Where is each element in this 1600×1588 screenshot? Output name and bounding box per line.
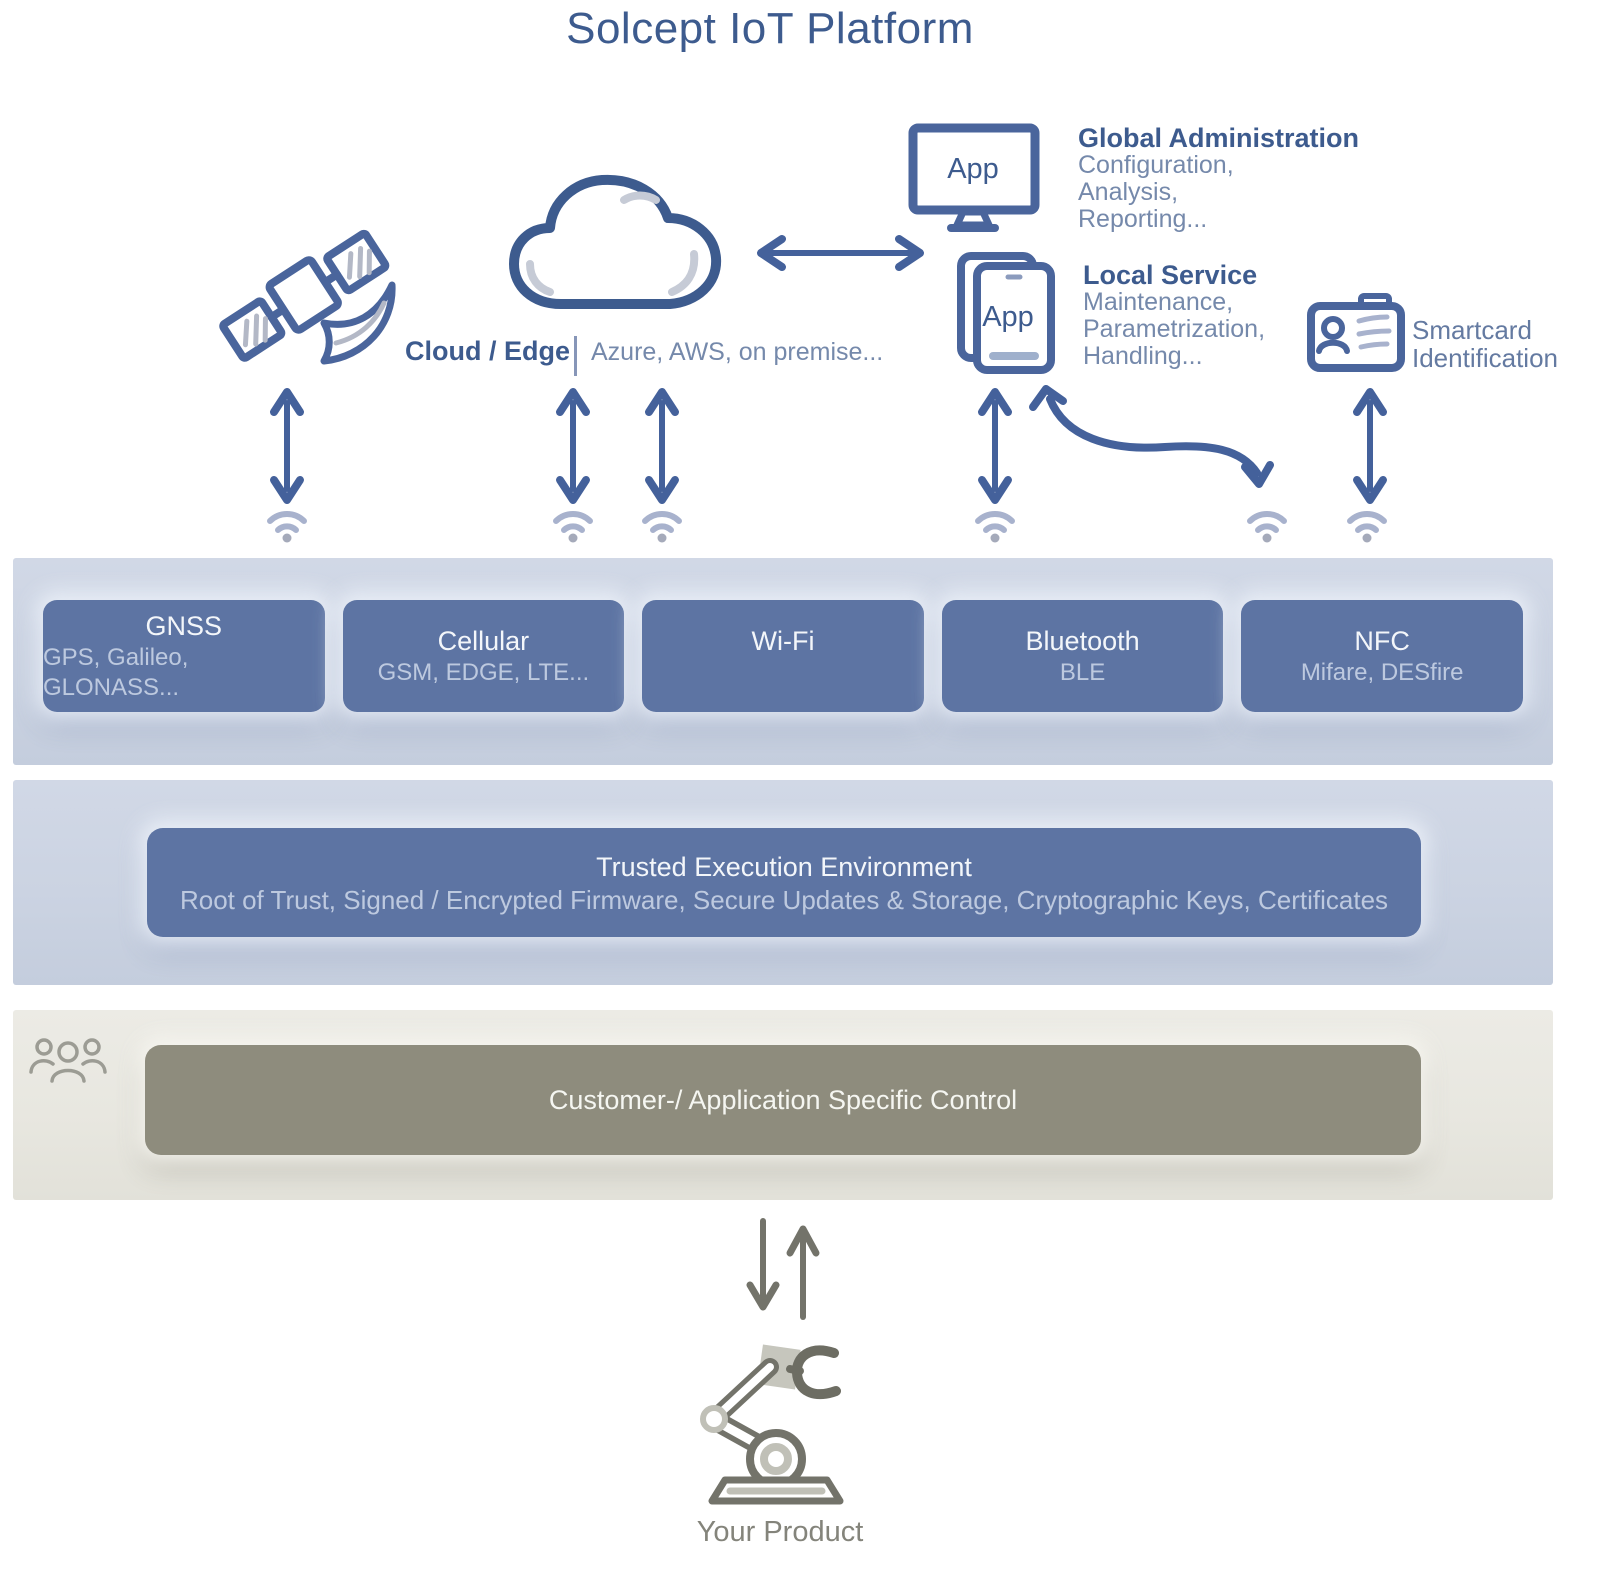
connectivity-row: GNSS GPS, Galileo, GLONASS... Cellular G…: [43, 600, 1523, 712]
double-arrow-bluetooth-icon: [978, 388, 1012, 504]
global-admin-line: Configuration,: [1078, 151, 1234, 179]
connectivity-subtitle: GPS, Galileo, GLONASS...: [43, 644, 189, 701]
connectivity-title: Wi-Fi: [751, 626, 815, 656]
connectivity-box-cellular: Cellular GSM, EDGE, LTE...: [342, 600, 625, 712]
double-arrow-nfc-icon: [1353, 388, 1387, 504]
customer-band: Customer-/ Application Specific Control: [13, 1010, 1553, 1200]
wifi-icon: [267, 510, 307, 543]
tee-box: Trusted Execution Environment Root of Tr…: [147, 828, 1421, 937]
local-service-line: Maintenance,: [1083, 288, 1234, 316]
connectivity-band: GNSS GPS, Galileo, GLONASS... Cellular G…: [13, 558, 1553, 765]
smartcard-line: Smartcard: [1412, 315, 1532, 345]
cloud-icon: [509, 174, 722, 309]
double-arrow-cloud-apps-icon: [757, 235, 924, 271]
global-admin-lines: Configuration, Analysis, Reporting...: [1078, 152, 1234, 233]
wifi-icon: [553, 510, 593, 543]
satellite-icon: [219, 229, 396, 365]
label-separator: [574, 336, 577, 376]
connectivity-subtitle: Mifare, DESfire: [1300, 659, 1464, 686]
global-admin-line: Reporting...: [1078, 205, 1208, 233]
local-service-line: Handling...: [1083, 342, 1203, 370]
local-service-lines: Maintenance, Parametrization, Handling..…: [1083, 289, 1265, 370]
cloud-edge-label: Cloud / Edge: [405, 336, 570, 366]
wifi-icon: [1347, 510, 1387, 543]
customer-control-box: Customer-/ Application Specific Control: [145, 1045, 1421, 1155]
robot-arm-icon: [700, 1344, 844, 1505]
connectivity-box-bluetooth: Bluetooth BLE: [941, 600, 1224, 712]
connectivity-box-wifi: Wi-Fi: [642, 600, 924, 712]
monitor-app-icon: [908, 123, 1040, 232]
phone-app-icon: [957, 252, 1055, 374]
page-title: Solcept IoT Platform: [566, 4, 974, 53]
connectivity-subtitle: GSM, EDGE, LTE...: [377, 659, 590, 686]
monitor-app-label: App: [947, 153, 999, 185]
global-admin-heading: Global Administration: [1078, 123, 1360, 153]
double-arrow-gnss-icon: [270, 388, 304, 504]
phone-app-label: App: [982, 301, 1034, 333]
tee-title: Trusted Execution Environment: [596, 851, 972, 882]
double-arrow-wifi-icon: [645, 388, 679, 504]
users-icon: [29, 1038, 107, 1083]
global-admin-line: Analysis,: [1078, 178, 1179, 206]
connectivity-box-gnss: GNSS GPS, Galileo, GLONASS...: [43, 600, 325, 712]
curved-arrow-icon: [1029, 385, 1274, 488]
tee-subtitle: Root of Trust, Signed / Encrypted Firmwa…: [179, 884, 1389, 915]
smartcard-line: Identification: [1412, 343, 1558, 373]
connectivity-title: Cellular: [437, 626, 530, 656]
product-label: Your Product: [696, 1516, 864, 1548]
smartcard-label: Smartcard Identification: [1412, 316, 1558, 372]
local-service-line: Parametrization,: [1083, 315, 1266, 343]
wifi-icon: [975, 510, 1015, 543]
connectivity-title: Bluetooth: [1025, 626, 1140, 656]
smartcard-icon: [1307, 293, 1405, 372]
connectivity-subtitle: BLE: [1059, 659, 1106, 686]
tee-band: Trusted Execution Environment Root of Tr…: [13, 780, 1553, 985]
double-arrow-product-icon: [746, 1218, 820, 1320]
double-arrow-cellular-icon: [556, 388, 590, 504]
wifi-icon: [642, 510, 682, 543]
connectivity-title: NFC: [1354, 626, 1410, 656]
customer-control-title: Customer-/ Application Specific Control: [548, 1084, 1018, 1115]
wifi-icon: [1247, 510, 1287, 543]
connectivity-title: GNSS: [145, 611, 223, 641]
connectivity-box-nfc: NFC Mifare, DESfire: [1241, 600, 1523, 712]
cloud-providers-label: Azure, AWS, on premise...: [591, 338, 884, 366]
local-service-heading: Local Service: [1083, 260, 1258, 290]
